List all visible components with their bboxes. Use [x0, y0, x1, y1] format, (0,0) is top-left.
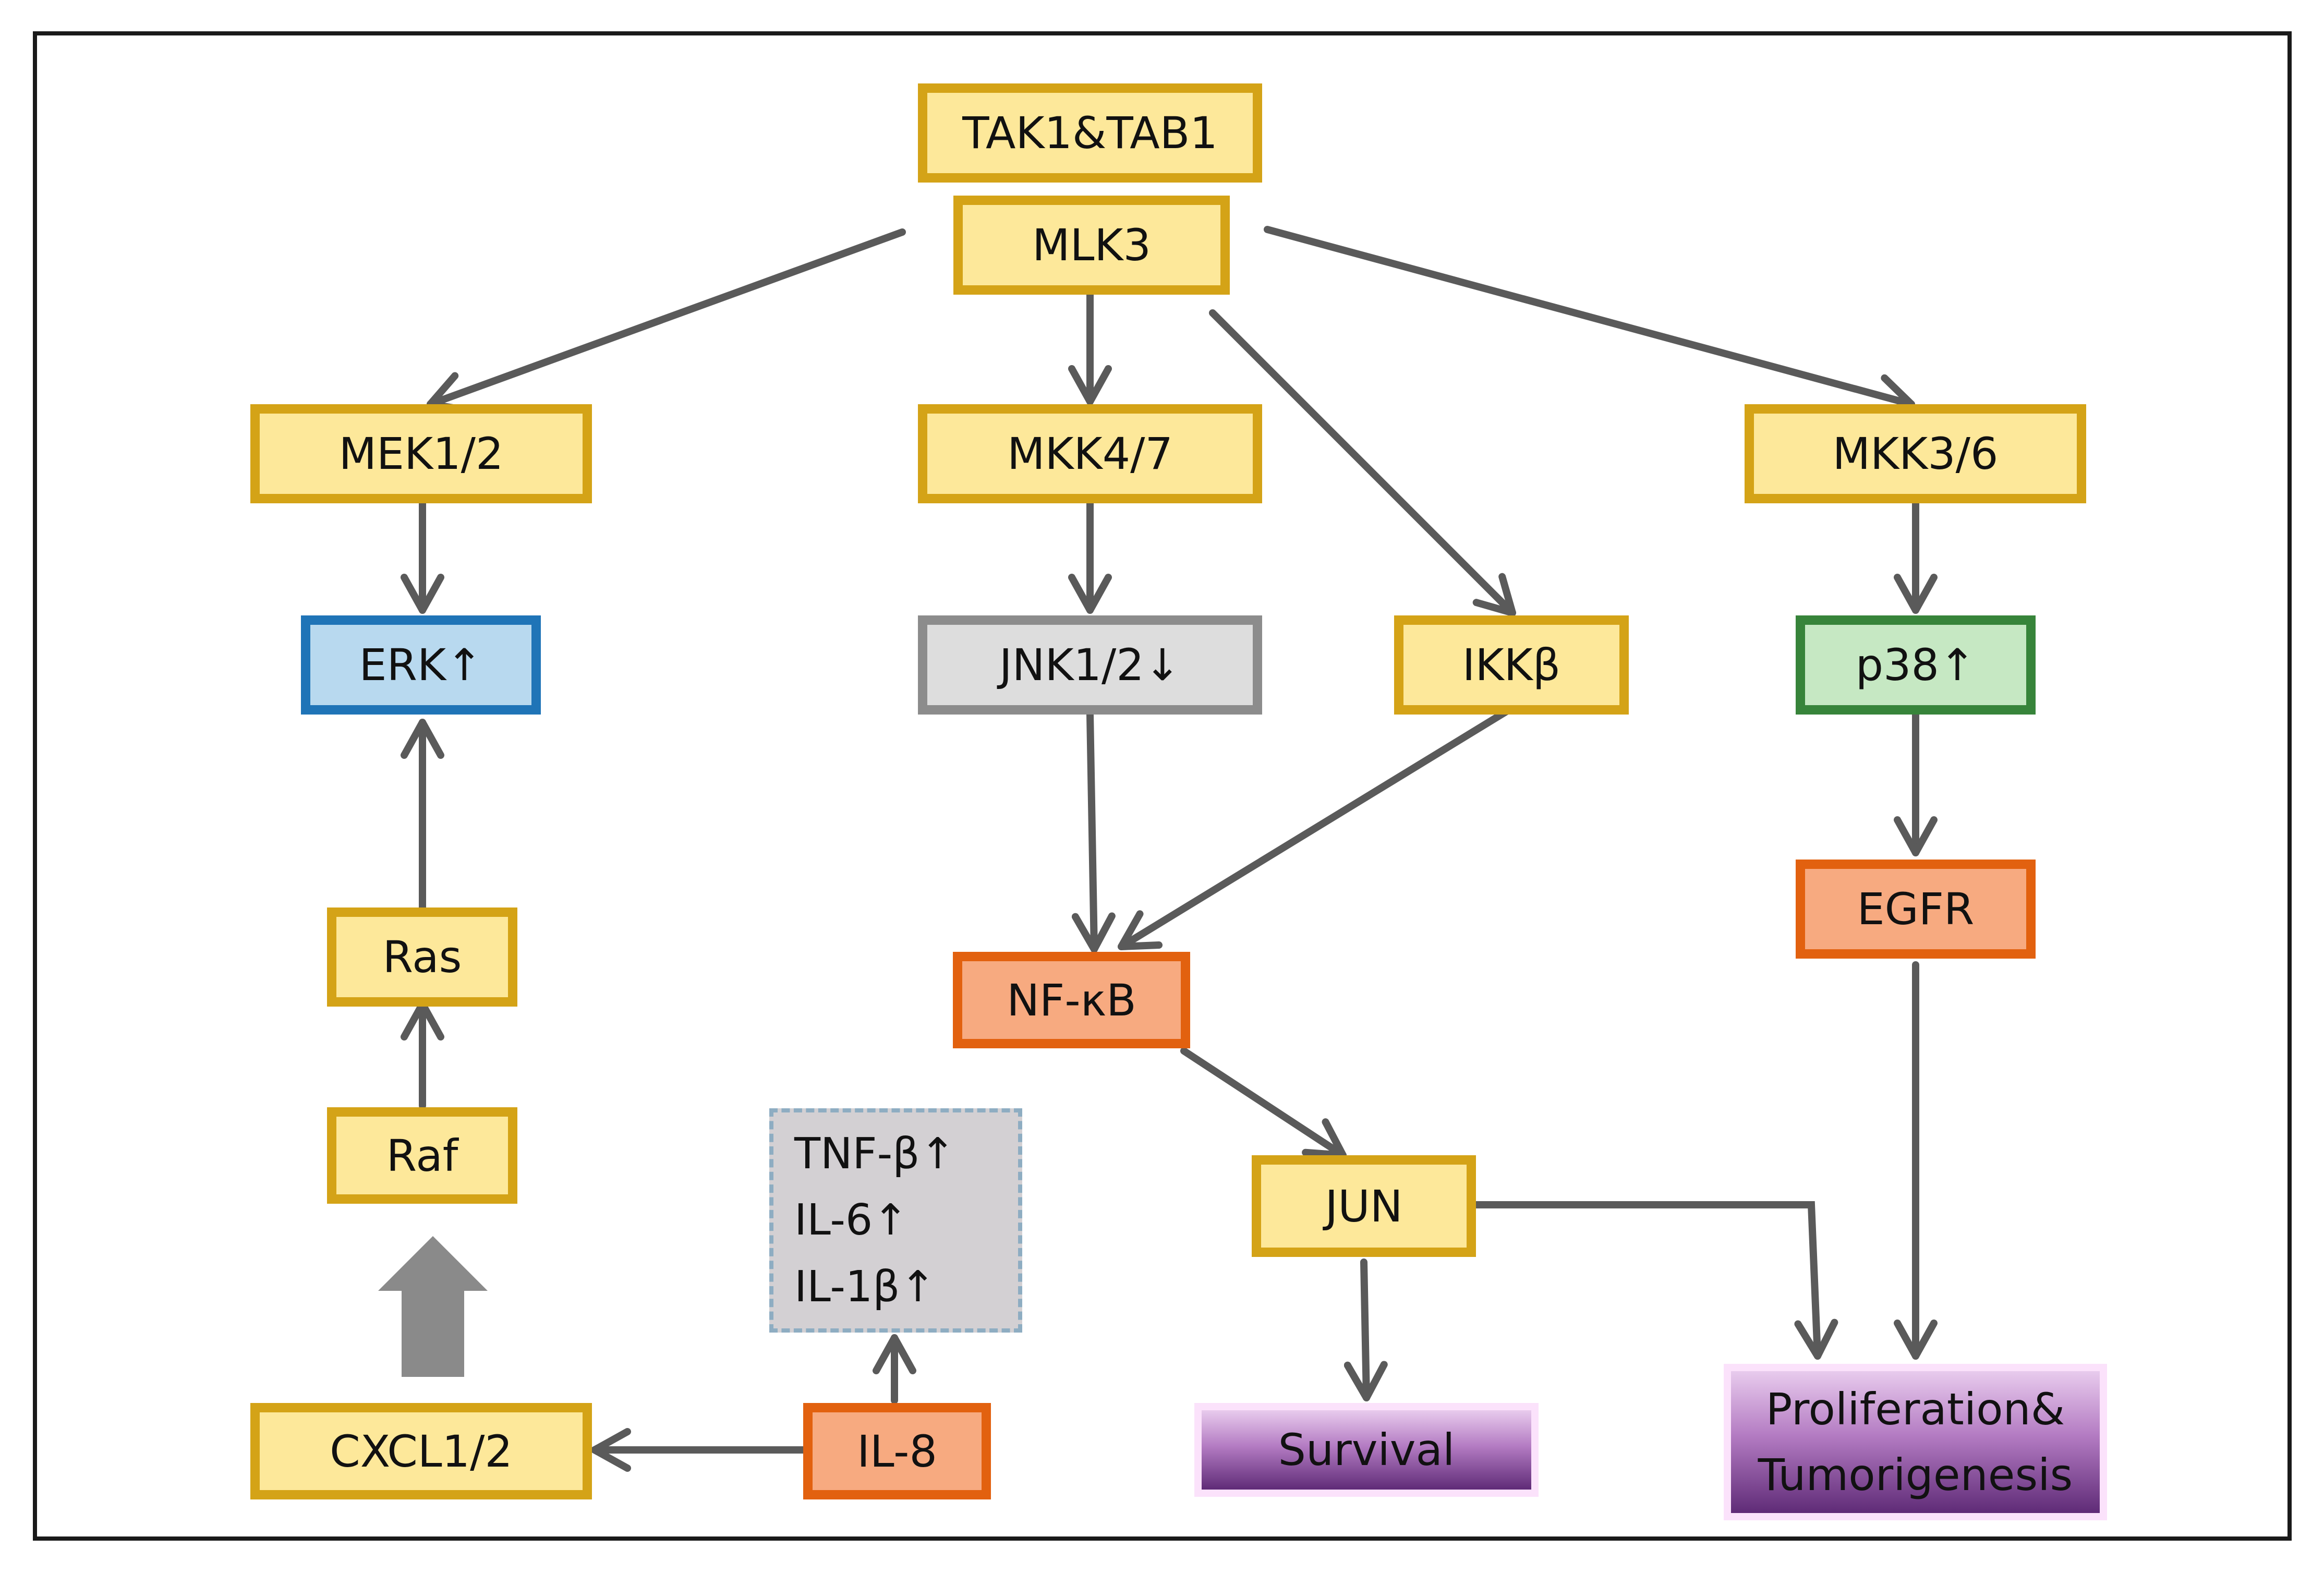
- arrow-jun-proliferation: [1472, 1201, 1838, 1360]
- node-cxcl1-2: CXCL1/2: [250, 1403, 592, 1499]
- node-erk: ERK↑: [301, 615, 541, 715]
- arrow-jun-survival: [1343, 1259, 1388, 1401]
- node-mkk4-7: MKK4/7: [918, 404, 1262, 503]
- arrow-mlk3-mek: [427, 228, 906, 414]
- cytokine-box: TNF-β↑ IL-6↑ IL-1β↑: [769, 1108, 1022, 1333]
- node-raf: Raf: [327, 1107, 517, 1204]
- node-mkk3-6: MKK3/6: [1745, 404, 2086, 503]
- outcome-proliferation-line1: Proliferation&: [1765, 1384, 2065, 1435]
- node-nf-kb: NF-κB: [953, 952, 1190, 1048]
- arrow-mlk3-ikkb: [1209, 309, 1516, 616]
- node-mlk3: MLK3: [953, 196, 1230, 295]
- outcome-proliferation-line2: Tumorigenesis: [1758, 1449, 2073, 1501]
- arrow-jnk-nfkb: [1071, 711, 1116, 953]
- node-egfr: EGFR: [1796, 860, 2036, 959]
- node-mek1-2: MEK1/2: [250, 404, 592, 503]
- cytokine-tnf-b: TNF-β↑: [794, 1129, 956, 1179]
- cytokine-il-6: IL-6↑: [794, 1195, 909, 1245]
- outcome-survival: Survival: [1194, 1403, 1539, 1497]
- outcome-survival-label: Survival: [1278, 1424, 1455, 1475]
- arrow-nfkb-jun: [1180, 1047, 1347, 1159]
- node-ras: Ras: [327, 908, 517, 1007]
- node-jnk1-2: JNK1/2↓: [918, 615, 1262, 715]
- node-il-8: IL-8: [803, 1403, 991, 1499]
- node-jun: JUN: [1252, 1155, 1476, 1257]
- arrow-mlk3-mkk36: [1264, 226, 1915, 417]
- arrow-ikkb-nfkb: [1118, 706, 1514, 950]
- outcome-proliferation-tumorigenesis: Proliferation& Tumorigenesis: [1724, 1364, 2107, 1520]
- node-p38: p38↑: [1796, 615, 2036, 715]
- node-tak1-tab1: TAK1&TAB1: [918, 83, 1262, 183]
- cytokine-il-1b: IL-1β↑: [794, 1262, 936, 1312]
- node-ikkb: IKKβ: [1394, 615, 1629, 715]
- block-arrow-cxcl-to-raf: [378, 1236, 488, 1377]
